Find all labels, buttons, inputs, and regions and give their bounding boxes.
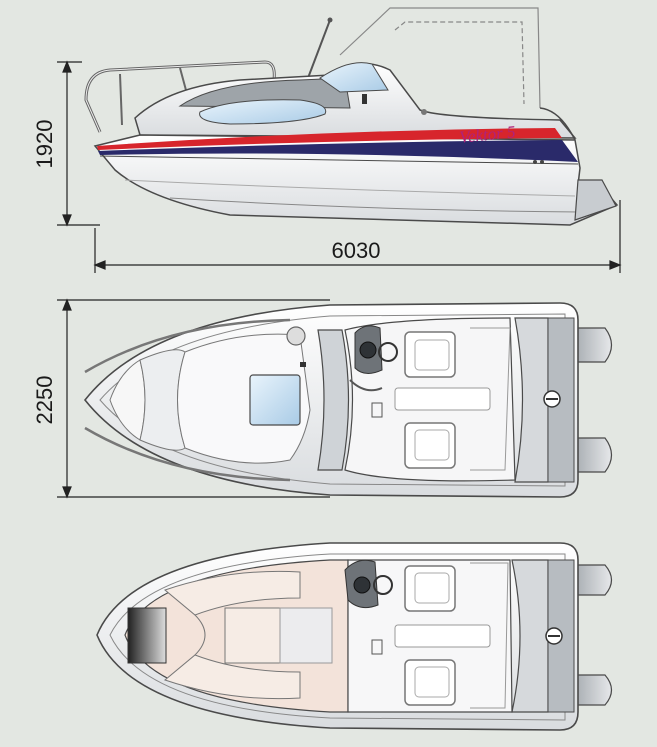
seat-helm — [404, 331, 456, 378]
deck-hatch — [249, 374, 301, 426]
motor-pod-top — [574, 327, 613, 363]
hull-stripe-red — [97, 128, 562, 150]
height-label: 1920 — [32, 120, 57, 169]
beam-label: 2250 — [32, 376, 57, 425]
layout-view — [96, 542, 613, 731]
motor-pod-layout-bottom — [574, 674, 613, 706]
seat-passenger-layout — [404, 659, 456, 706]
motor-pod-layout-top — [574, 564, 613, 596]
motor-pod-bottom — [574, 437, 613, 473]
hull-stripe-navy — [98, 140, 578, 162]
length-label: 6030 — [332, 238, 381, 263]
height-dimension — [57, 60, 100, 227]
side-view: 1920 6030 — [32, 7, 622, 273]
deck-vent — [286, 326, 306, 346]
top-view: 2250 — [32, 298, 613, 499]
cabin-window — [199, 99, 327, 125]
seat-helm-layout — [404, 565, 456, 612]
beam-dimension — [57, 298, 330, 499]
anchor-locker — [127, 607, 167, 664]
length-dimension — [93, 200, 622, 273]
antenna — [307, 19, 331, 79]
windshield — [319, 62, 389, 93]
canvas-top — [339, 7, 541, 109]
seat-passenger — [404, 422, 456, 469]
